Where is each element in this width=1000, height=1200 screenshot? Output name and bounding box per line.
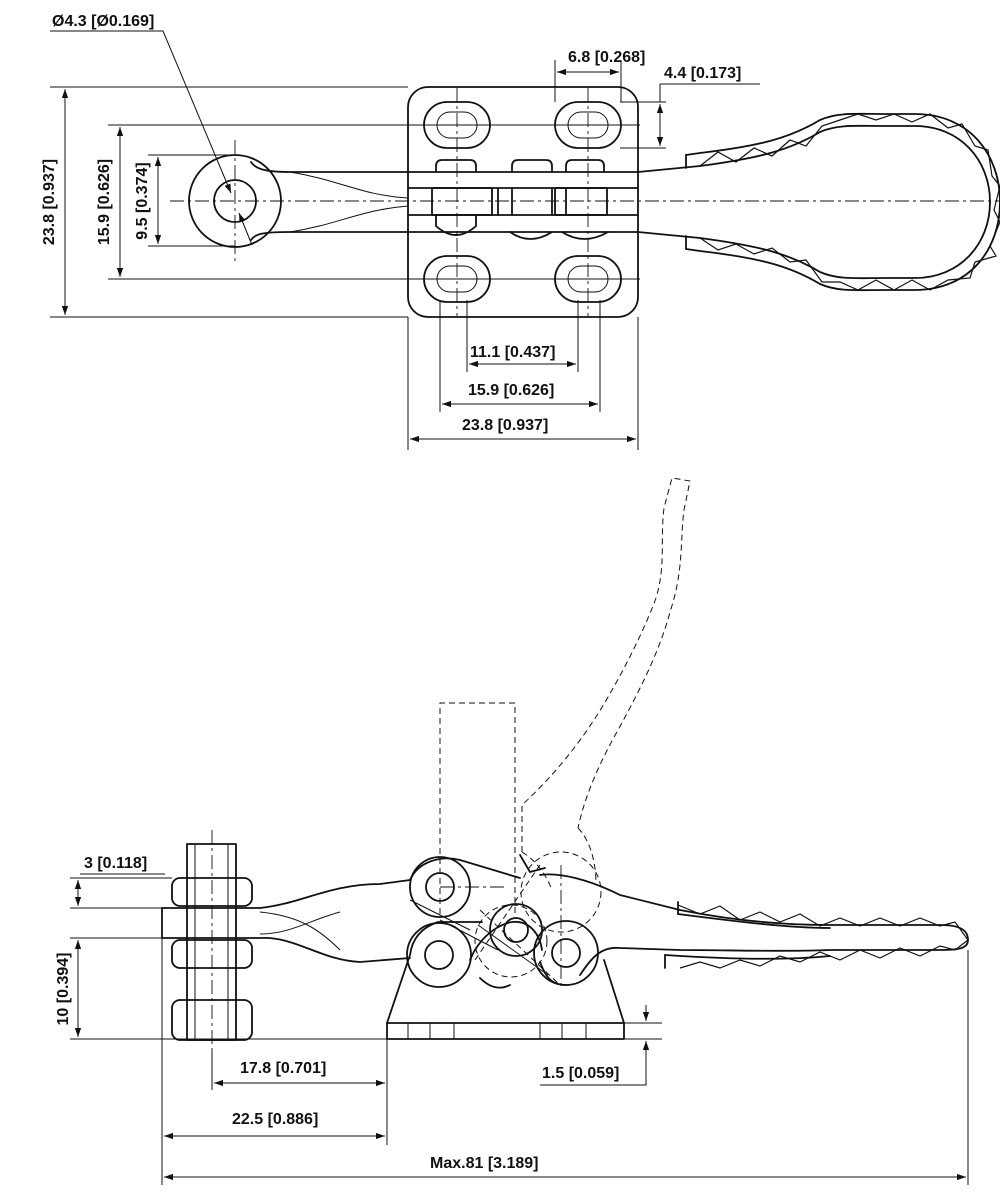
handle-side: [440, 854, 969, 990]
dim-base-thickness: 1.5 [0.059]: [542, 1065, 619, 1082]
dim-max-length: Max.81 [3.189]: [430, 1155, 539, 1172]
dim-arm-width: 9.5 [0.374]: [134, 162, 151, 239]
side-view: 3 [0.118] 10 [0.394] 17.8 [0.701] 22.5 […: [55, 477, 969, 1185]
pivot-pins: [431, 159, 609, 240]
dim-slot-spacing-height: 15.9 [0.626]: [96, 159, 113, 245]
dim-arm-reach: 22.5 [0.886]: [232, 1111, 318, 1128]
dim-slot-inner-spacing: 11.1 [0.437]: [470, 344, 555, 361]
base-plate-outline: [407, 86, 639, 318]
dim-spindle-height: 10 [0.394]: [55, 953, 72, 1026]
dim-spindle-to-base: 17.8 [0.701]: [240, 1060, 326, 1077]
open-position-phantom: [439, 477, 691, 986]
dim-slot-width: 6.8 [0.268]: [568, 49, 645, 66]
dim-spindle-thickness: 3 [0.118]: [84, 855, 147, 872]
top-view: Ø4.3 [Ø0.169] 6.8 [0.268] 4.4 [0.173] 23…: [41, 13, 1000, 450]
handle: [637, 112, 1000, 292]
dim-slot-length: 4.4 [0.173]: [664, 65, 741, 82]
dim-overall-width: 23.8 [0.937]: [462, 417, 548, 434]
clamping-arm-side: [161, 879, 411, 963]
dim-slot-spacing-width: 15.9 [0.626]: [468, 382, 554, 399]
dim-overall-height: 23.8 [0.937]: [41, 159, 58, 245]
dim-hole-diameter: Ø4.3 [Ø0.169]: [52, 13, 154, 30]
spindle-bolt: [171, 830, 253, 1050]
base-plate: [386, 921, 625, 1040]
